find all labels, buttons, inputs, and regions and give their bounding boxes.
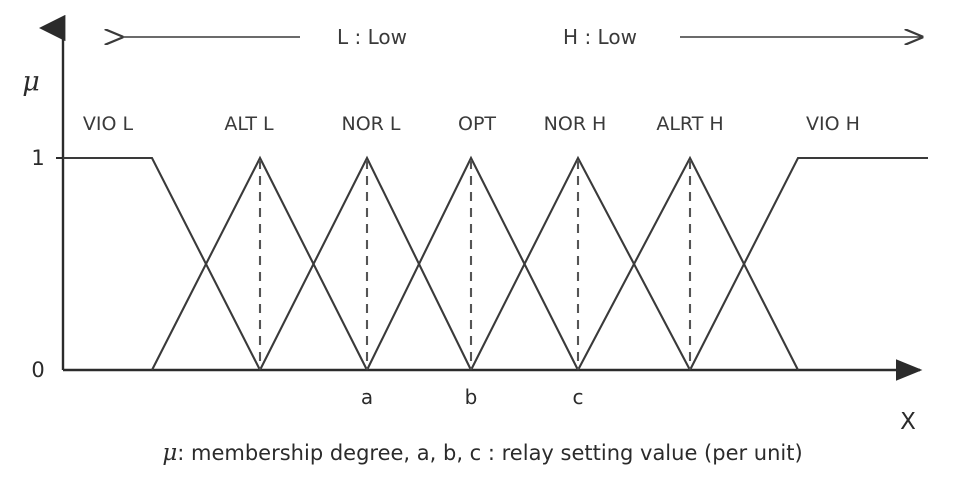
curve-nor-h [470,155,691,371]
set-label-alrt-h: ALRT H [656,113,724,135]
curve-vio-h [689,156,928,371]
x-tick-label-b: b [464,385,478,409]
curve-nor-l [259,155,472,371]
x-axis-label: X [900,409,916,435]
y-tick-label-1: 1 [31,146,45,170]
membership-curves [63,155,928,371]
set-label-vio-l: VIO L [82,113,134,135]
set-label-opt: OPT [457,113,497,135]
caption-text: : membership degree, a, b, c : relay set… [177,441,803,465]
set-label-vio-h: VIO H [806,113,860,135]
curve-alt-l [151,155,368,371]
set-label-nor-l: NOR L [341,113,401,135]
curve-alrt-h [577,155,799,371]
curve-vio-l [63,156,261,371]
figure-caption: μ: membership degree, a, b, c : relay se… [0,440,965,466]
x-tick-label-a: a [360,385,374,409]
set-label-alt-l: ALT L [224,113,274,135]
curve-opt [366,155,579,371]
y-tick-label-0: 0 [31,358,45,382]
y-axis-symbol: μ [22,66,40,98]
axes [39,14,923,381]
caption-mu-symbol: μ [162,440,178,466]
range-label-right: H : Low [563,25,637,49]
x-tick-label-c: c [572,385,584,409]
range-label-left: L : Low [337,25,407,49]
peak-dashed-lines [258,160,692,369]
set-label-nor-h: NOR H [543,113,607,135]
